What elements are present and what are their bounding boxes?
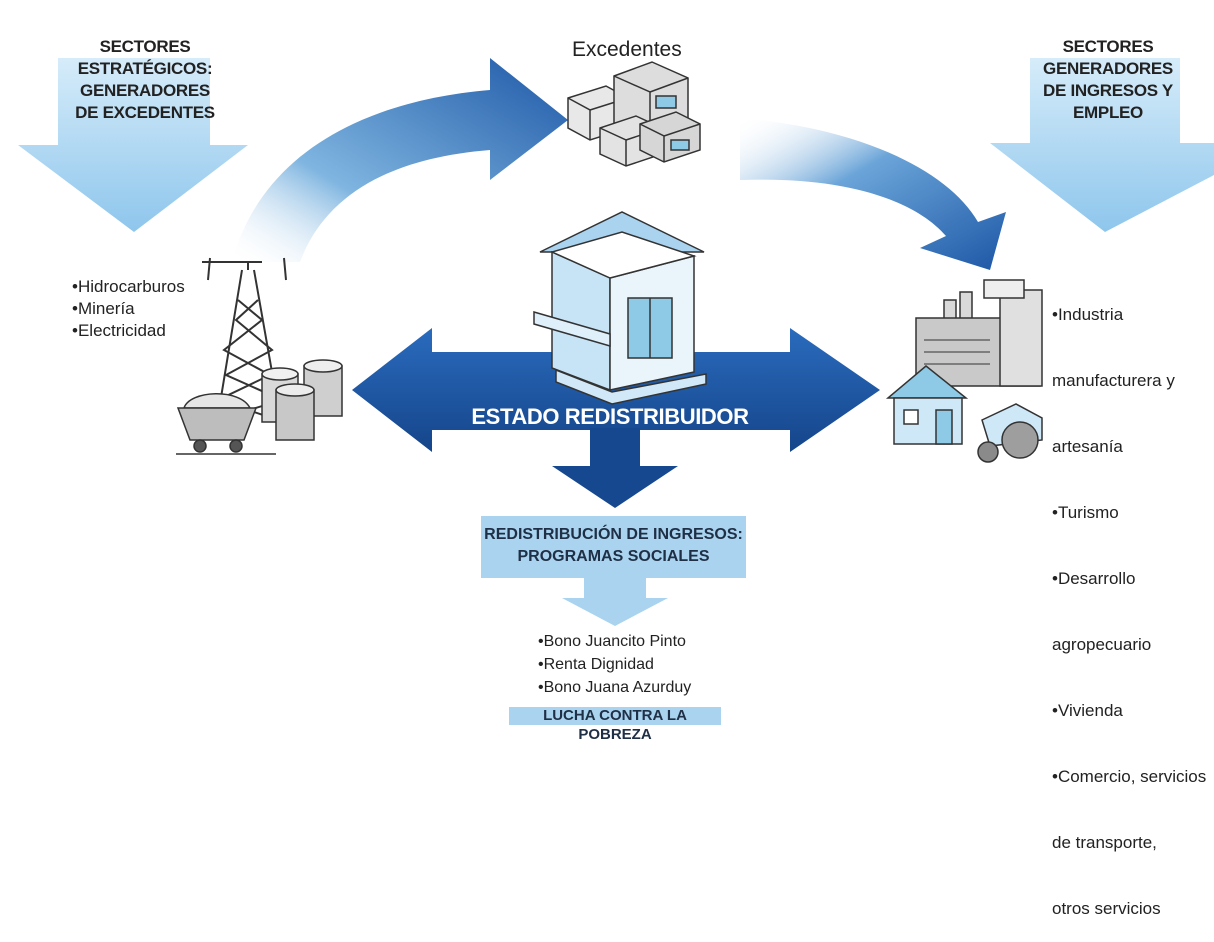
list-item: •Bono Juana Azurduy <box>538 679 692 696</box>
bank-building-icon <box>533 211 707 405</box>
header-line: REDISTRIBUCIÓN DE INGRESOS: <box>484 526 743 543</box>
list-item: manufacturera y <box>1052 371 1175 390</box>
redistribution-arrow <box>352 328 880 452</box>
header-line: DE EXCEDENTES <box>75 103 215 122</box>
list-item: •Minería <box>72 299 135 318</box>
list-item: •Hidrocarburos <box>72 277 185 296</box>
down-arrow-center <box>552 428 678 508</box>
house-icon <box>885 365 969 445</box>
left-sector-list: •Hidrocarburos •Minería •Electricidad <box>72 276 185 342</box>
header-line: SECTORES <box>1062 37 1154 56</box>
list-item: artesanía <box>1052 437 1123 456</box>
header-line: GENERADORES <box>1043 59 1173 78</box>
right-sector-list: •Industria manufacturera y artesanía •Tu… <box>1052 260 1206 942</box>
lucha-pobreza-label: LUCHA CONTRA LA POBREZA <box>543 707 687 743</box>
programs-list: •Bono Juancito Pinto •Renta Dignidad •Bo… <box>538 630 691 699</box>
bottom-bar-bg <box>509 707 721 725</box>
down-arrow-programs <box>562 578 668 626</box>
diagram-canvas <box>18 58 1214 725</box>
down-arrow-icon <box>18 58 248 232</box>
barrels-icon <box>261 359 343 441</box>
header-line: DE INGRESOS Y <box>1043 81 1173 100</box>
header-line: SECTORES <box>99 37 191 56</box>
header-line: EMPLEO <box>1073 103 1143 122</box>
redistribution-header: REDISTRIBUCIÓN DE INGRESOS: PROGRAMAS SO… <box>481 524 746 568</box>
mine-cart-icon <box>176 393 276 455</box>
money-stack-icon <box>567 61 701 167</box>
list-item: agropecuario <box>1052 635 1152 654</box>
list-item: •Desarrollo <box>1052 569 1136 588</box>
arc-arrow-right <box>740 118 1006 270</box>
header-line: ESTRATÉGICOS: <box>77 59 213 78</box>
list-item: •Renta Dignidad <box>538 656 654 673</box>
list-item: •Comercio, servicios <box>1052 767 1207 786</box>
header-line: GENERADORES <box>80 81 210 100</box>
down-arrow-icon <box>990 58 1214 232</box>
list-item: •Vivienda <box>1052 701 1123 720</box>
list-item: •Electricidad <box>72 321 166 340</box>
factory-icon <box>915 279 1043 387</box>
list-item: •Bono Juancito Pinto <box>538 633 686 650</box>
right-sector-header: SECTORES GENERADORES DE INGRESOS Y EMPLE… <box>1028 36 1188 124</box>
list-item: •Turismo <box>1052 503 1119 522</box>
header-line: PROGRAMAS SOCIALES <box>517 548 710 565</box>
redistribution-bar-bg <box>481 516 746 578</box>
arc-arrow-left <box>232 58 568 262</box>
left-sector-header: SECTORES ESTRATÉGICOS: GENERADORES DE EX… <box>65 36 225 124</box>
excedentes-label: Excedentes <box>572 38 682 61</box>
list-item: otros servicios <box>1052 899 1161 918</box>
estado-redistribuidor-label: ESTADO REDISTRIBUIDOR <box>471 404 749 429</box>
list-item: de transporte, <box>1052 833 1157 852</box>
tractor-icon <box>977 403 1043 463</box>
list-item: •Industria <box>1052 305 1124 324</box>
